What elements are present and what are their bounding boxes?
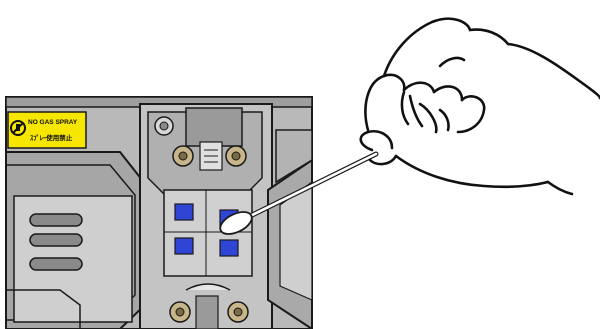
warning-label: NO GAS SPRAY ｽﾌﾟﾚｰ使用禁止 xyxy=(8,112,86,148)
left-fiber-clamp xyxy=(6,152,150,329)
warning-text-en: NO GAS SPRAY xyxy=(28,119,78,126)
screw-icon xyxy=(173,146,193,166)
hand-icon xyxy=(361,19,600,194)
screw-icon xyxy=(155,117,173,135)
grip-slot xyxy=(30,214,82,226)
v-groove-right-lower xyxy=(220,240,238,256)
screw-icon xyxy=(228,302,248,322)
screw-icon xyxy=(170,302,190,322)
screw-icon xyxy=(226,146,246,166)
fusion-splicer-device: NO GAS SPRAY ｽﾌﾟﾚｰ使用禁止 xyxy=(6,97,312,329)
v-groove-icon xyxy=(164,190,252,276)
grip-slot xyxy=(30,258,82,270)
v-groove-left-lower xyxy=(175,238,193,254)
warning-text-jp: ｽﾌﾟﾚｰ使用禁止 xyxy=(30,133,73,142)
v-groove-left-upper xyxy=(175,204,193,220)
grip-slot xyxy=(30,234,82,246)
